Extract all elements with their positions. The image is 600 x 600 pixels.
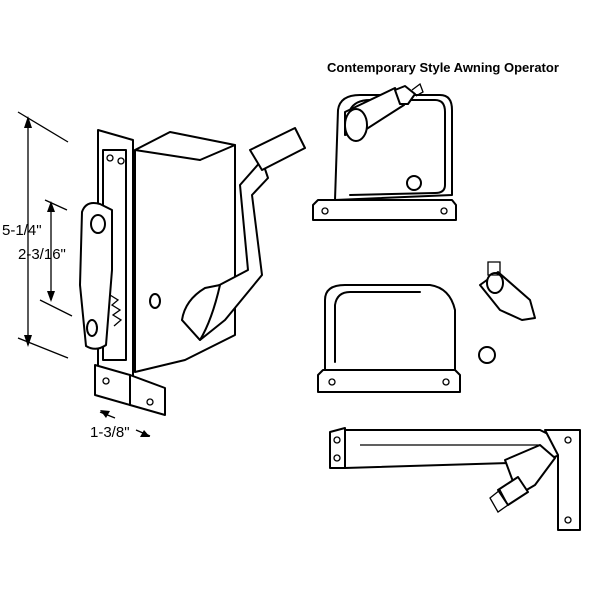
- dimension-overall-height: 5-1/4": [2, 222, 42, 239]
- diagram-title: Contemporary Style Awning Operator: [327, 60, 559, 75]
- awning-operator-bottom-view: [329, 427, 581, 531]
- awning-operator-top-view: [312, 82, 457, 221]
- dimension-base-width: 1-3/8": [90, 424, 130, 441]
- side-view-operator: [17, 111, 306, 437]
- dimension-hole-spacing: 2-3/16": [18, 246, 66, 263]
- awning-operator-front-view: [317, 261, 536, 393]
